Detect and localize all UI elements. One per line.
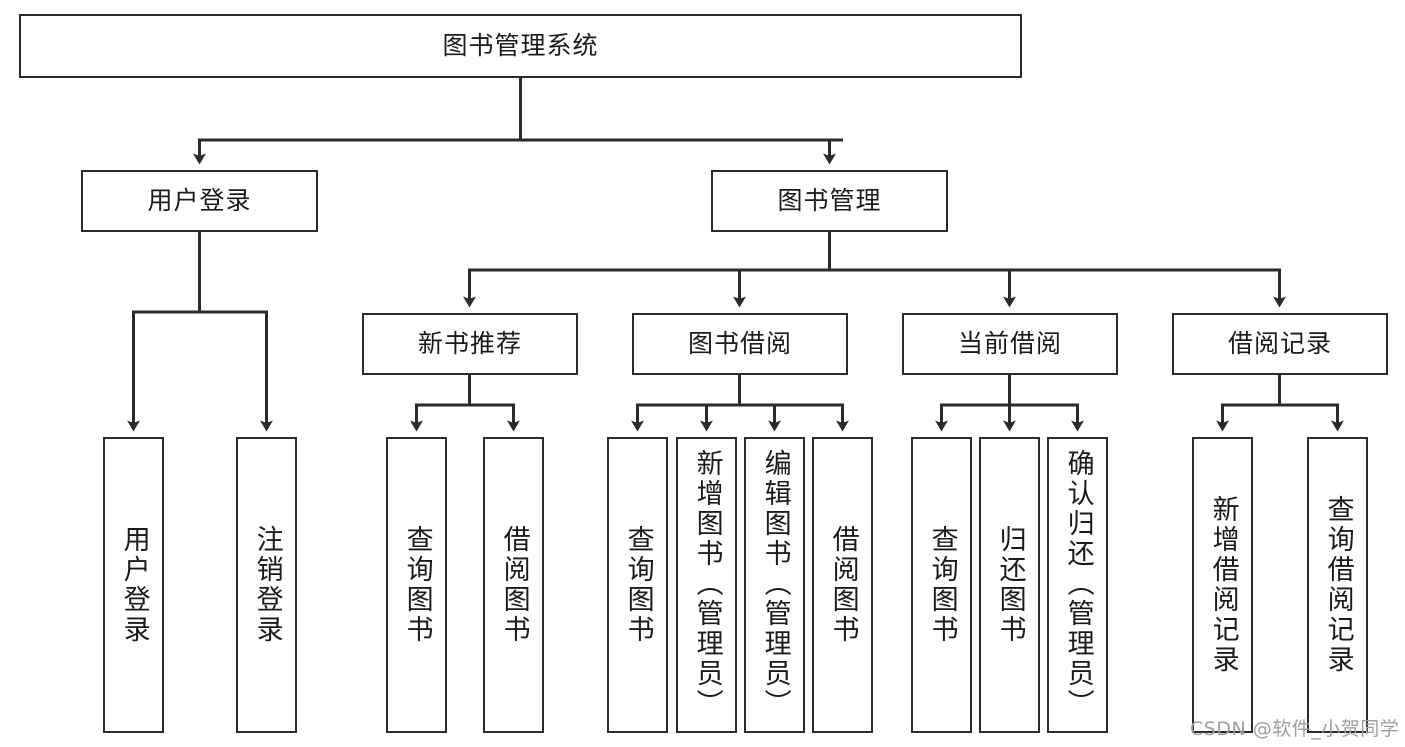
- node-leaf-add-book[interactable]: 新增图书（管理员）: [676, 437, 737, 733]
- node-label: 确认归还（管理员）: [1062, 449, 1094, 719]
- node-book-manage[interactable]: 图书管理: [711, 170, 948, 232]
- node-leaf-query-record[interactable]: 查询借阅记录: [1307, 437, 1368, 733]
- node-root-book-management-system[interactable]: 图书管理系统: [19, 14, 1022, 78]
- node-user-login[interactable]: 用户登录: [81, 170, 318, 232]
- node-leaf-confirm-return[interactable]: 确认归还（管理员）: [1047, 437, 1108, 733]
- node-label: 新增借阅记录: [1207, 495, 1239, 675]
- node-current-borrow[interactable]: 当前借阅: [902, 313, 1118, 375]
- node-label: 借阅图书: [498, 525, 530, 645]
- node-label: 查询图书: [401, 525, 433, 645]
- node-label: 借阅记录: [1227, 329, 1332, 359]
- node-label: 图书管理系统: [442, 31, 599, 61]
- node-label: 新增图书（管理员）: [691, 449, 723, 719]
- node-leaf-query-book-1[interactable]: 查询图书: [386, 437, 447, 733]
- node-label: 用户登录: [118, 525, 150, 645]
- node-leaf-logout-login[interactable]: 注销登录: [236, 437, 297, 733]
- node-leaf-edit-book[interactable]: 编辑图书（管理员）: [744, 437, 805, 733]
- node-book-borrow[interactable]: 图书借阅: [632, 313, 848, 375]
- node-label: 编辑图书（管理员）: [759, 449, 791, 719]
- node-new-book-recommend[interactable]: 新书推荐: [362, 313, 578, 375]
- csdn-watermark: CSDN @软件_小贺同学: [1190, 718, 1400, 740]
- node-leaf-add-record[interactable]: 新增借阅记录: [1192, 437, 1253, 733]
- node-label: 用户登录: [147, 186, 252, 216]
- node-label: 新书推荐: [417, 329, 522, 359]
- node-leaf-query-book-3[interactable]: 查询图书: [911, 437, 972, 733]
- node-label: 归还图书: [994, 525, 1026, 645]
- node-leaf-borrow-book-2[interactable]: 借阅图书: [812, 437, 873, 733]
- node-leaf-query-book-2[interactable]: 查询图书: [607, 437, 668, 733]
- node-leaf-borrow-book-1[interactable]: 借阅图书: [483, 437, 544, 733]
- node-label: 查询借阅记录: [1322, 495, 1354, 675]
- node-label: 查询图书: [622, 525, 654, 645]
- node-label: 图书管理: [777, 186, 882, 216]
- node-label: 当前借阅: [957, 329, 1062, 359]
- node-borrow-record[interactable]: 借阅记录: [1172, 313, 1388, 375]
- node-leaf-return-book[interactable]: 归还图书: [979, 437, 1040, 733]
- node-label: 查询图书: [926, 525, 958, 645]
- node-label: 借阅图书: [827, 525, 859, 645]
- node-label: 注销登录: [251, 525, 283, 645]
- node-leaf-user-login[interactable]: 用户登录: [103, 437, 164, 733]
- node-label: 图书借阅: [687, 329, 792, 359]
